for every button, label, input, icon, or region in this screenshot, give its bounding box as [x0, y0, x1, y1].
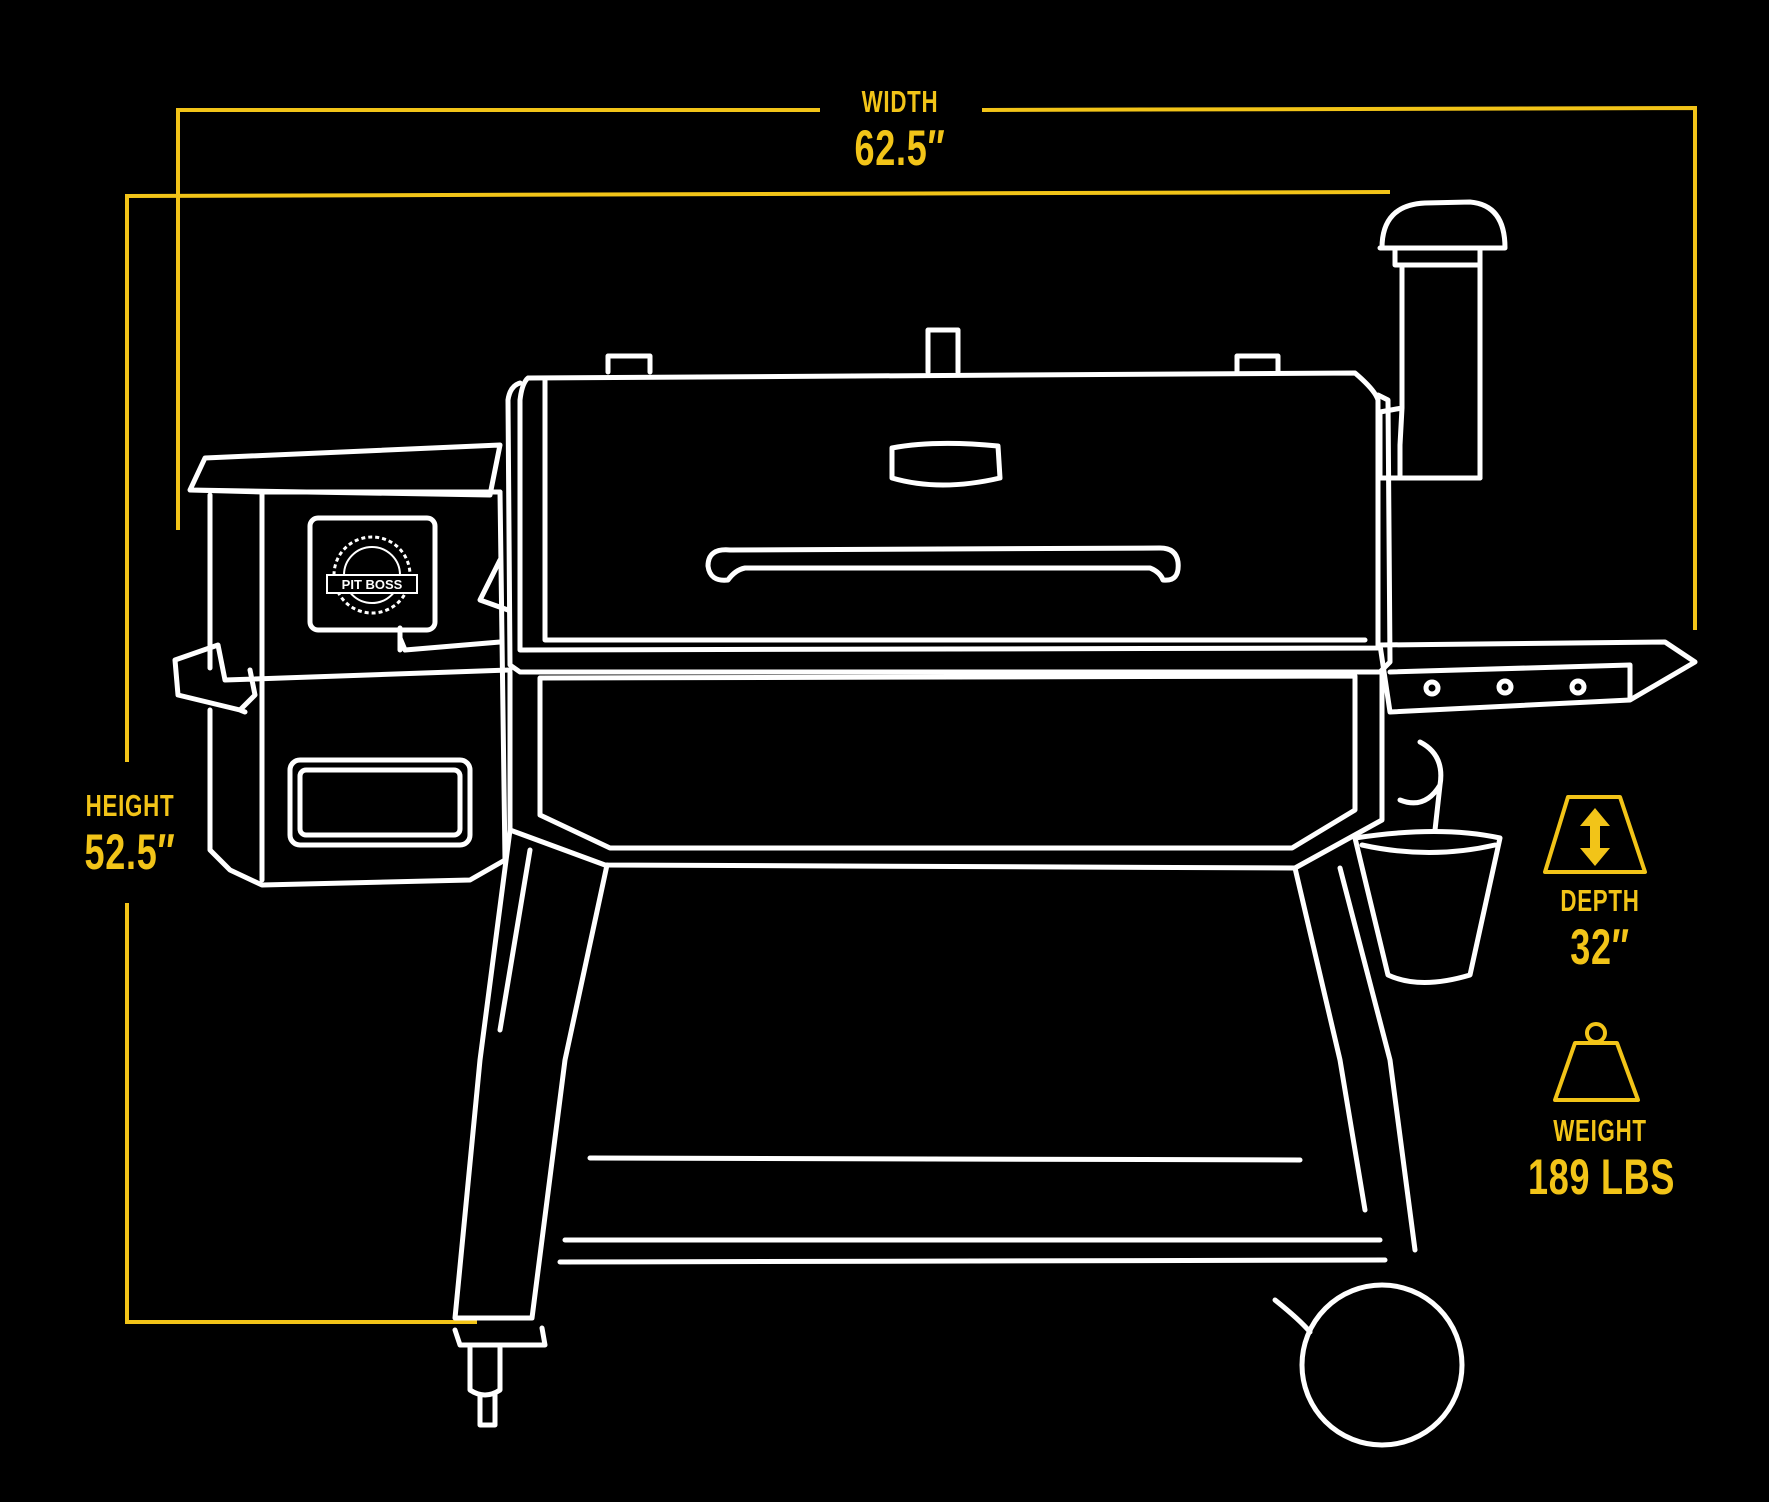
shelf-screw-3	[1569, 678, 1587, 696]
weight-label: WEIGHT 189 LBS	[1528, 1113, 1676, 1205]
hopper-cleanout-window	[287, 757, 473, 848]
grill-lid	[517, 370, 1381, 653]
width-caption: WIDTH	[861, 84, 939, 119]
height-value: 52.5″	[84, 824, 176, 880]
dimension-lines	[125, 105, 1697, 1324]
width-label: WIDTH 62.5″	[828, 86, 972, 173]
width-line-right	[981, 105, 1697, 630]
side-shelf	[1377, 639, 1698, 715]
weight-value: 189 LBS	[1528, 1149, 1676, 1205]
lid-tab-right	[1234, 353, 1281, 375]
lid-tab-center	[925, 327, 961, 375]
bucket-hook	[1397, 739, 1444, 833]
hopper-side	[477, 557, 511, 613]
grill-barrel	[507, 669, 1385, 871]
lid-inner	[542, 375, 1368, 643]
depth-icon	[1543, 795, 1647, 874]
lower-shelf-front	[557, 1155, 1388, 1265]
width-line	[176, 108, 820, 530]
barrel-front	[537, 673, 1358, 851]
height-caption: HEIGHT	[85, 788, 175, 823]
lid-handle	[705, 545, 1181, 583]
chimney-cap	[1377, 199, 1508, 251]
wheel	[1299, 1282, 1465, 1448]
thermometer	[889, 440, 1003, 488]
hopper-shelf	[172, 642, 513, 715]
depth-label: DEPTH 32″	[1528, 885, 1672, 972]
right-leg	[1292, 865, 1418, 1253]
grease-bucket	[1352, 829, 1503, 985]
width-value: 62.5″	[854, 120, 946, 176]
pit-boss-logo: PIT BOSS	[326, 535, 418, 615]
weight-icon	[1553, 1022, 1640, 1102]
depth-caption: DEPTH	[1560, 883, 1640, 918]
wheel-axle	[1272, 1297, 1313, 1335]
chimney-pipe	[1377, 245, 1483, 481]
left-leg	[452, 827, 610, 1321]
hopper-knob	[397, 625, 503, 653]
shelf-screw-1	[1423, 679, 1441, 697]
lid-bevel	[505, 380, 1393, 675]
caster-bracket	[452, 1325, 548, 1348]
height-line-top	[125, 189, 1391, 762]
weight-caption: WEIGHT	[1553, 1113, 1647, 1148]
caster	[467, 1345, 503, 1428]
hopper-top	[187, 442, 503, 498]
hopper-logo-window	[307, 515, 438, 633]
height-line-bottom	[125, 903, 477, 1324]
shelf-screw-2	[1496, 678, 1514, 696]
left-leg-inner	[497, 847, 533, 1033]
height-label: HEIGHT 52.5″	[58, 790, 202, 877]
lid-tab-left	[605, 353, 653, 375]
depth-value: 32″	[1570, 919, 1630, 975]
grill-outline	[172, 199, 1698, 1448]
hopper-cleanout-inner	[297, 767, 463, 838]
logo-text: PIT BOSS	[342, 577, 403, 592]
